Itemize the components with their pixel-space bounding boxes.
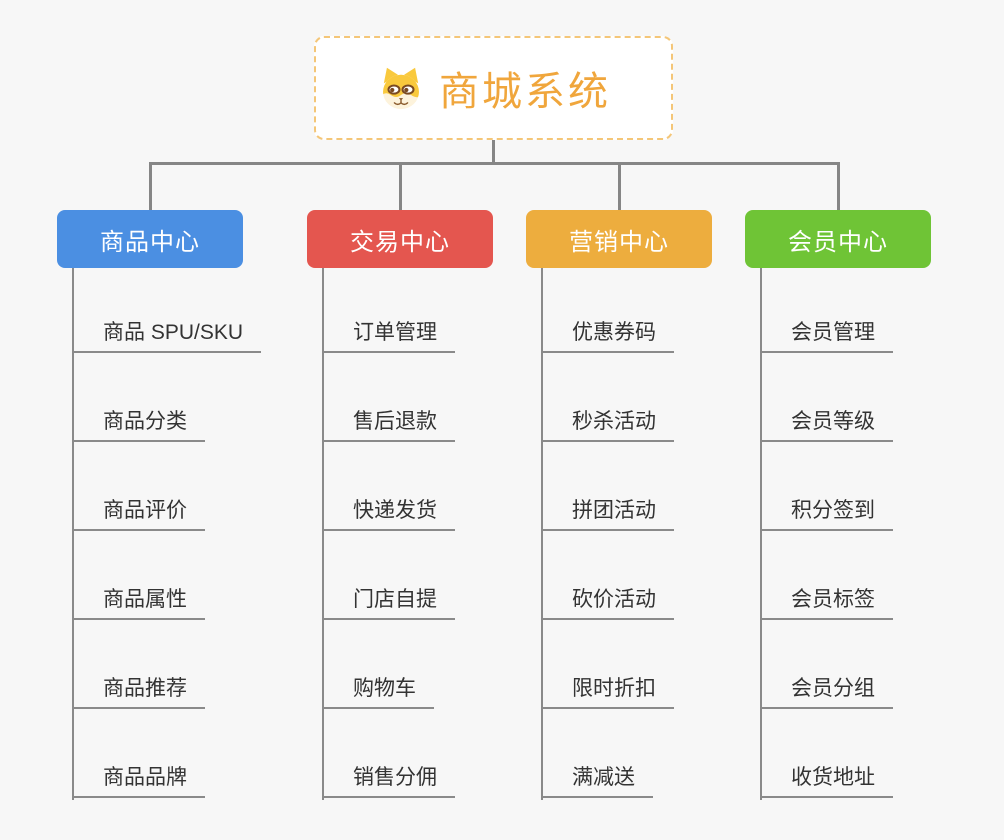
- leaf-node[interactable]: 积分签到: [760, 442, 893, 531]
- connector-drop: [836, 162, 840, 211]
- leaf-node[interactable]: 拼团活动: [541, 442, 674, 531]
- leaf-node[interactable]: 销售分佣: [322, 709, 455, 798]
- leaf-node[interactable]: 限时折扣: [541, 620, 674, 709]
- leaf-node[interactable]: 售后退款: [322, 353, 455, 442]
- connector-drop: [148, 162, 152, 211]
- leaf-node[interactable]: 门店自提: [322, 531, 455, 620]
- connector-drop: [398, 162, 402, 211]
- connector-branch-vline: [541, 268, 543, 800]
- leaf-node[interactable]: 快递发货: [322, 442, 455, 531]
- leaf-node[interactable]: 会员分组: [760, 620, 893, 709]
- leaf-node[interactable]: 商品品牌: [72, 709, 205, 798]
- branch-node[interactable]: 营销中心: [526, 210, 712, 268]
- connector-drop: [617, 162, 621, 211]
- connector-root-stem: [492, 140, 495, 163]
- dog-face-icon: [376, 63, 426, 113]
- branch-node[interactable]: 会员中心: [745, 210, 931, 268]
- branch-node[interactable]: 交易中心: [307, 210, 493, 268]
- leaf-node[interactable]: 商品推荐: [72, 620, 205, 709]
- connector-branch-vline: [72, 268, 74, 800]
- branch-node[interactable]: 商品中心: [57, 210, 243, 268]
- leaf-node[interactable]: 订单管理: [322, 268, 455, 353]
- branch-items: 订单管理售后退款快递发货门店自提购物车销售分佣: [322, 268, 455, 798]
- leaf-node[interactable]: 商品 SPU/SKU: [72, 268, 262, 353]
- leaf-node[interactable]: 会员等级: [760, 353, 893, 442]
- connector-branch-vline: [322, 268, 324, 800]
- leaf-node[interactable]: 会员标签: [760, 531, 893, 620]
- leaf-node[interactable]: 商品属性: [72, 531, 205, 620]
- leaf-node[interactable]: 商品评价: [72, 442, 205, 531]
- leaf-node[interactable]: 收货地址: [760, 709, 893, 798]
- branch-items: 会员管理会员等级积分签到会员标签会员分组收货地址: [760, 268, 893, 798]
- leaf-node[interactable]: 砍价活动: [541, 531, 674, 620]
- root-node[interactable]: 商城系统: [314, 36, 673, 140]
- connector-branch-vline: [760, 268, 762, 800]
- branch-items: 优惠券码秒杀活动拼团活动砍价活动限时折扣满减送: [541, 268, 674, 798]
- leaf-node[interactable]: 满减送: [541, 709, 653, 798]
- leaf-node[interactable]: 会员管理: [760, 268, 893, 353]
- root-title: 商城系统: [439, 70, 611, 114]
- connector-rail: [149, 162, 840, 165]
- leaf-node[interactable]: 秒杀活动: [541, 353, 674, 442]
- leaf-node[interactable]: 优惠券码: [541, 268, 674, 353]
- leaf-node[interactable]: 购物车: [322, 620, 434, 709]
- leaf-node[interactable]: 商品分类: [72, 353, 205, 442]
